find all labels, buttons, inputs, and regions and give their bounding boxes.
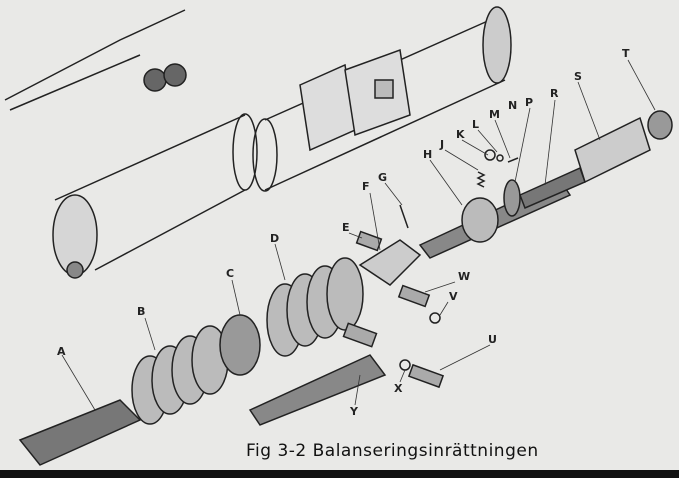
label-m: M [489, 108, 500, 121]
label-f: F [362, 180, 370, 193]
label-n: N [508, 99, 518, 112]
label-e: E [342, 221, 350, 234]
label-b: B [137, 305, 146, 318]
label-t: T [622, 47, 630, 60]
label-x: X [394, 382, 403, 395]
part-y-strap [248, 354, 387, 426]
label-d: D [270, 232, 280, 245]
part-g-pin [399, 204, 409, 229]
label-l: L [472, 118, 480, 131]
part-y-pin [342, 322, 378, 348]
label-w: W [458, 270, 471, 283]
part-j-spring [476, 171, 486, 188]
film-border [0, 470, 679, 478]
part-s-sleeve [574, 116, 651, 184]
part-l-washer [484, 149, 496, 161]
label-y: Y [350, 405, 358, 418]
label-v: V [449, 290, 458, 303]
gun-sketch [4, 9, 187, 111]
part-v-ring [429, 312, 441, 324]
label-s: S [574, 70, 582, 83]
part-f-clevis [358, 239, 422, 286]
label-c: C [226, 267, 235, 280]
part-w-pin [397, 284, 431, 308]
label-u: U [488, 333, 497, 346]
label-r: R [550, 87, 559, 100]
part-u-pin [407, 363, 445, 389]
label-p: P [525, 96, 534, 109]
part-c-ring [219, 314, 261, 376]
part-d-spring [266, 257, 364, 357]
balancer-cylinder [52, 6, 512, 279]
label-k: K [456, 128, 465, 141]
label-g: G [378, 171, 388, 184]
label-j: J [440, 138, 445, 151]
part-a-cover [18, 399, 142, 466]
label-a: A [57, 345, 66, 358]
figure-caption: Fig 3-2 Balanseringsinrättningen [246, 441, 539, 461]
label-h: H [423, 148, 433, 161]
part-b-spring [131, 325, 229, 425]
part-x-ring [399, 359, 411, 371]
part-t-nut [647, 110, 673, 140]
